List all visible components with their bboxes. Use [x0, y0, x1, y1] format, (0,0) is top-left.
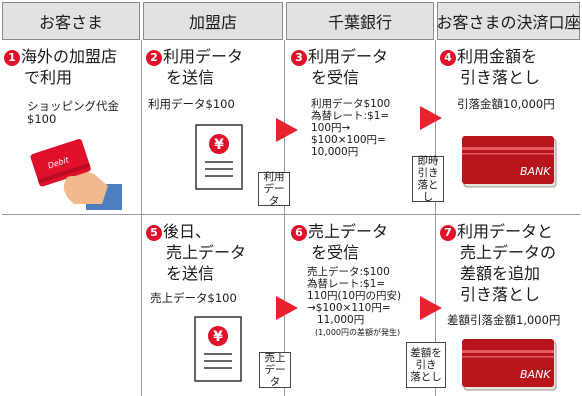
- step-2-note: 利用データ$100: [148, 97, 235, 111]
- step-6-detail-line: 為替レート:$1=: [307, 278, 386, 290]
- step-5-number: 5: [146, 225, 162, 241]
- yen-document-icon: ¥: [194, 316, 242, 382]
- step-7-note: 差額引落金額1,000円: [447, 313, 561, 327]
- step-2-line2: を送信: [166, 68, 215, 87]
- arrow-right-icon: [420, 296, 442, 320]
- step-5-line3: を送信: [166, 264, 215, 283]
- step-3-line2: を受信: [311, 68, 360, 87]
- step-7-line1: 利用データと: [457, 222, 554, 241]
- label-sales-data: 売上 データ: [259, 352, 291, 388]
- step-4-note: 引落金額10,000円: [457, 97, 555, 111]
- label-difference-line2: 引き: [415, 359, 437, 371]
- step-6-detail: 売上データ:$100 為替レート:$1= 110円(10円の円安) →$100×…: [307, 266, 401, 326]
- label-usage-data-line2: データ: [263, 183, 285, 207]
- step-6-detail-line: →$100×110円=: [307, 302, 391, 314]
- step-3-detail-line: 10,000円: [311, 146, 359, 158]
- header-account: お客さまの決済口座: [437, 2, 581, 40]
- step-6-number: 6: [291, 225, 307, 241]
- step-1-line1: 海外の加盟店: [21, 47, 118, 66]
- arrow-right-icon: [420, 106, 442, 130]
- step-5-note: 売上データ$100: [150, 291, 237, 305]
- label-difference-debit: 差額を 引き 落とし: [406, 342, 446, 388]
- bankbook-icon: BANK: [462, 339, 557, 391]
- label-usage-data-line1: 利用: [263, 171, 285, 183]
- step-1-note-line1: ショッピング代金: [27, 99, 119, 113]
- bankbook-label: BANK: [520, 368, 551, 381]
- step-4-line1: 利用金額を: [457, 47, 538, 66]
- step-6-line2: を受信: [311, 243, 360, 262]
- step-7-line3: 差額を追加: [460, 264, 541, 283]
- step-3-number: 3: [291, 50, 307, 66]
- grid-divider: [284, 40, 285, 396]
- step-3-detail-line: 利用データ$100: [311, 98, 391, 110]
- step-4-number: 4: [440, 50, 456, 66]
- step-7-line4: 引き落とし: [460, 285, 541, 304]
- yen-symbol: ¥: [213, 329, 223, 345]
- step-6-detail-line: 11,000円: [317, 314, 365, 326]
- step-1-note-line2: $100: [27, 112, 57, 126]
- thumb-shape: [66, 176, 82, 183]
- label-sales-data-line2: データ: [264, 364, 286, 388]
- grid-divider: [141, 40, 142, 396]
- step-3-detail-line: 100円→: [311, 122, 351, 134]
- step-4-line2: 引き落とし: [460, 68, 541, 87]
- step-3-detail-line: $100×100円=: [311, 134, 386, 146]
- step-7-line2: 売上データの: [460, 243, 557, 262]
- label-immediate-line3: 落とし: [417, 179, 439, 203]
- hand-with-card-illustration: Debit: [30, 139, 122, 210]
- label-difference-line3: 落とし: [410, 371, 442, 383]
- step-3-detail: 利用データ$100 為替レート:$1= 100円→ $100×100円= 10,…: [311, 98, 390, 158]
- header-merchant: 加盟店: [143, 2, 283, 40]
- bankbook-icon: BANK: [462, 136, 557, 188]
- label-usage-data: 利用 データ: [258, 171, 290, 207]
- label-sales-data-line1: 売上: [264, 352, 286, 364]
- header-customer: お客さま: [2, 2, 140, 40]
- step-5-line2: 売上データ: [166, 243, 247, 262]
- debit-card-shape: [30, 139, 91, 187]
- yen-document-icon: ¥: [195, 124, 243, 190]
- step-5-line1: 後日、: [163, 222, 212, 241]
- arrow-right-icon: [276, 296, 298, 320]
- step-1-note: ショッピング代金 $100: [27, 100, 119, 126]
- step-6-detail-line: 売上データ:$100: [307, 266, 390, 278]
- step-1-line2: で利用: [24, 68, 73, 87]
- row-divider: [2, 214, 580, 215]
- step-3-line1: 利用データ: [308, 47, 389, 66]
- step-2-number: 2: [146, 50, 162, 66]
- header-bank: 千葉銀行: [286, 2, 434, 40]
- step-6-line1: 売上データ: [308, 222, 389, 241]
- yen-symbol: ¥: [214, 137, 224, 153]
- label-immediate-line1: 即時: [417, 155, 439, 167]
- step-2-line1: 利用データ: [163, 47, 244, 66]
- label-immediate-line2: 引き: [417, 167, 439, 179]
- bankbook-label: BANK: [520, 165, 551, 178]
- step-3-detail-line: 為替レート:$1=: [311, 110, 390, 122]
- arrow-right-icon: [276, 118, 298, 142]
- step-7-number: 7: [440, 225, 456, 241]
- step-6-difference-note: (1,000円の差額が発生): [315, 328, 401, 337]
- label-immediate-debit: 即時 引き 落とし: [412, 155, 444, 203]
- grid-divider: [435, 40, 436, 396]
- step-1-number: 1: [4, 50, 20, 66]
- label-difference-line1: 差額を: [410, 347, 442, 359]
- step-6-detail-line: 110円(10円の円安): [307, 290, 402, 302]
